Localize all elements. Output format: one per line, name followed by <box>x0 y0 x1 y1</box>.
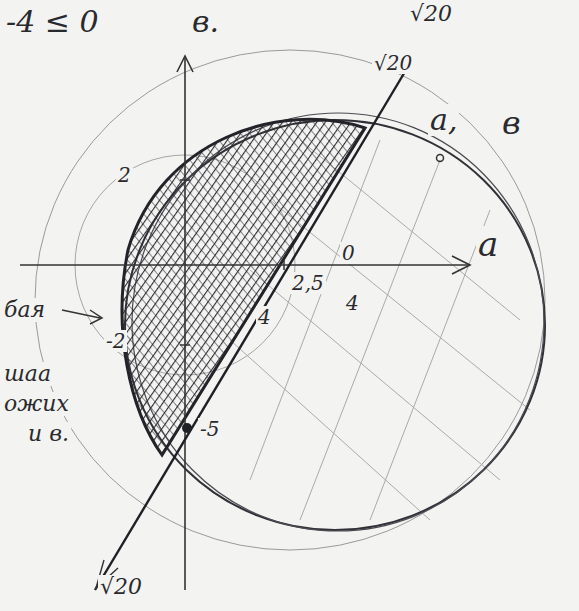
tick-label: 4 <box>344 292 361 314</box>
axis-label: а <box>476 226 500 262</box>
tick-label: 4 <box>256 306 273 328</box>
axis-label: в <box>500 106 523 140</box>
point-label: -5 <box>198 418 221 440</box>
coordinate-label: а, <box>428 104 459 136</box>
tick-label: 2 <box>116 164 133 186</box>
note-text: и в. <box>26 422 71 446</box>
note-text: ожих <box>2 392 71 416</box>
tick-label: -2 <box>104 330 127 352</box>
axis-label: в. <box>190 6 221 38</box>
tick-label: 2,5 <box>290 272 326 294</box>
tick-label: 0 <box>340 242 357 264</box>
radius-label: √20 <box>408 2 454 26</box>
inequality-note: -4 ≤ 0 <box>4 6 101 38</box>
note-text: бая <box>2 298 47 322</box>
point-label: √20 <box>372 52 414 74</box>
note-text: шаа <box>2 362 53 386</box>
radius-label: √20 <box>98 575 144 599</box>
